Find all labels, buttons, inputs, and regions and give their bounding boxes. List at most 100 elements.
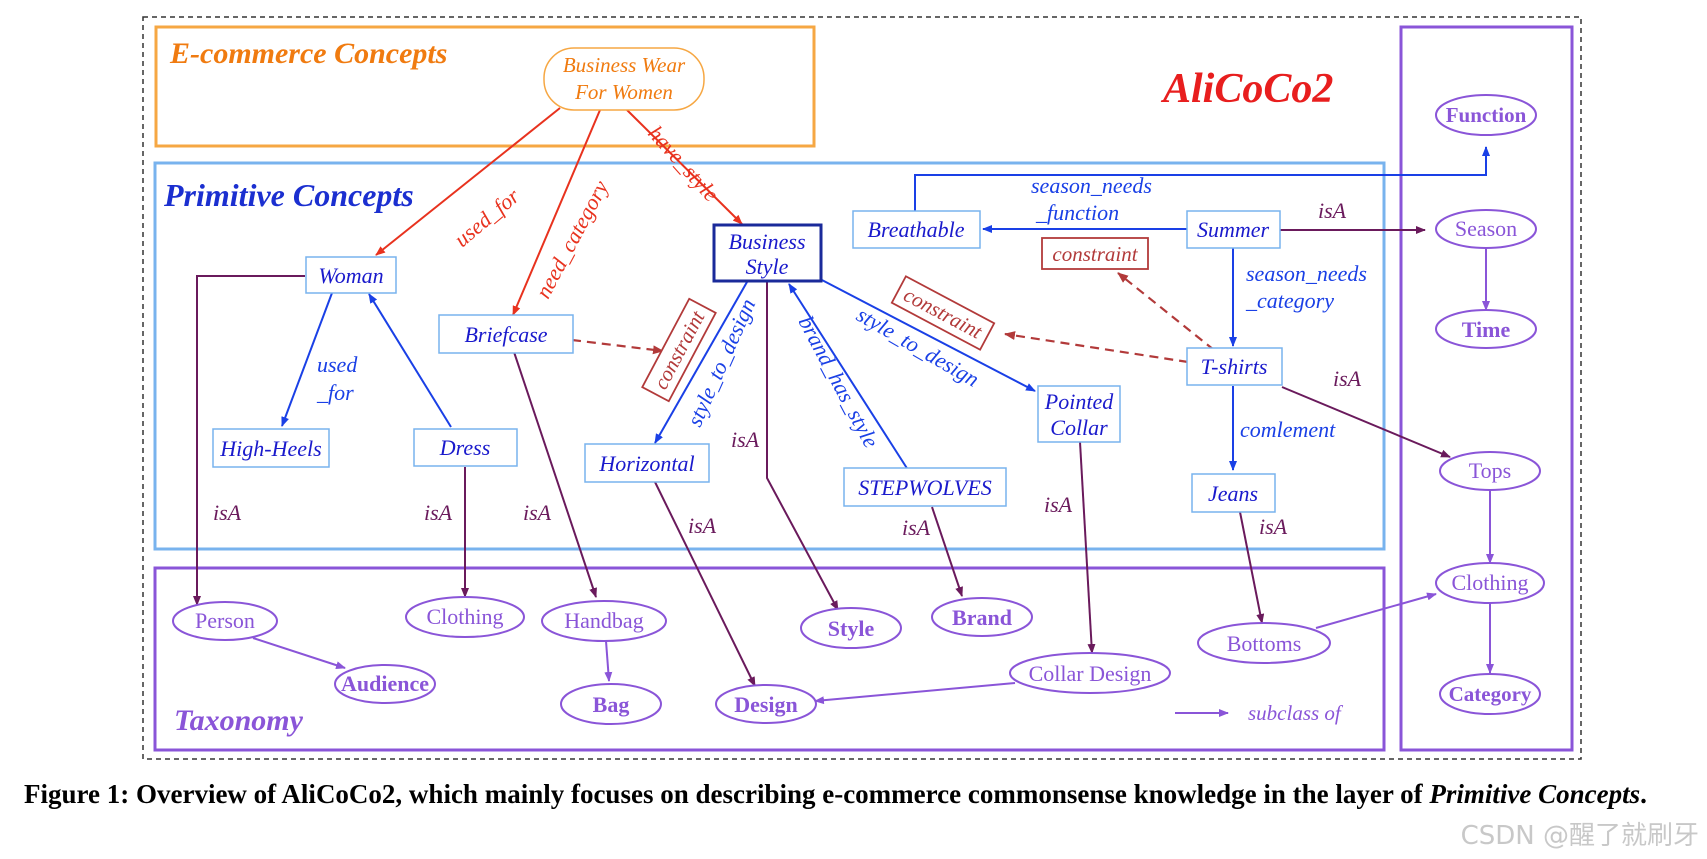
edge-briefcase-constraint	[571, 338, 664, 355]
subclass-edges	[252, 248, 1494, 717]
label-season-needs-category-1: season_needs	[1246, 261, 1367, 286]
bottoms-label: Bottoms	[1227, 631, 1302, 656]
ecommerce-layer-box	[154, 25, 816, 148]
label-season-needs-function-1: season_needs	[1031, 173, 1152, 198]
edge-tshirts-tops	[1281, 386, 1451, 458]
clothing-1-label: Clothing	[426, 604, 503, 629]
summer-label: Summer	[1197, 217, 1270, 242]
label-isa-woman: isA	[213, 500, 242, 525]
label-used-for-2-line1: used	[317, 352, 358, 377]
blue-edges	[281, 146, 1490, 474]
edge-style-to-design-horizontal	[654, 281, 748, 444]
node-function: Function	[1435, 94, 1537, 136]
node-brand: Brand	[931, 597, 1033, 637]
label-isa-briefcase: isA	[523, 500, 552, 525]
node-woman: Woman	[305, 256, 397, 294]
style-label: Style	[828, 616, 875, 641]
edge-bottoms-clothing	[1315, 592, 1437, 629]
taxonomy-layer-title: Taxonomy	[174, 704, 304, 737]
label-isa-tshirts: isA	[1333, 366, 1362, 391]
node-stepwolves: STEPWOLVES	[843, 467, 1007, 507]
label-isa-stepwolves: isA	[902, 515, 931, 540]
edge-stepwolves-brand	[931, 506, 963, 597]
label-comlement: comlement	[1240, 417, 1336, 442]
right-taxonomy-column	[1399, 25, 1574, 752]
node-person: Person	[172, 601, 278, 641]
node-business-wear: Business Wear For Women	[543, 47, 705, 111]
node-handbag: Handbag	[541, 600, 667, 642]
primitive-nodes: Woman Briefcase Business Style Breathabl…	[212, 210, 1283, 513]
figure-caption: Figure 1: Overview of AliCoCo2, which ma…	[24, 776, 1694, 812]
design-label: Design	[734, 692, 798, 717]
edge-need-category	[512, 109, 601, 316]
watermark: CSDN @醒了就刷牙	[1460, 821, 1699, 851]
category-label: Category	[1449, 682, 1532, 706]
node-jeans: Jeans	[1191, 473, 1276, 513]
edge-have-style	[626, 109, 743, 225]
business-style-line2: Style	[746, 254, 789, 279]
taxonomy-layer-box	[153, 566, 1386, 752]
node-dress: Dress	[413, 428, 518, 467]
edge-woman-highheels	[281, 292, 333, 427]
legend-subclass-of: subclass of	[1248, 701, 1344, 725]
edge-handbag-bag	[604, 640, 613, 682]
tshirts-label: T-shirts	[1201, 354, 1268, 379]
label-need-category: need_category	[530, 176, 613, 302]
label-used-for-2-line2: _for	[316, 380, 354, 405]
time-label: Time	[1462, 317, 1511, 342]
node-pointed-collar: Pointed Collar	[1037, 385, 1121, 443]
edge-brand-has-style	[788, 283, 911, 474]
dress-label: Dress	[439, 435, 491, 460]
taxonomy-nodes: Person Audience Clothing Handbag Bag Des…	[172, 94, 1545, 725]
constraint-3-label: constraint	[1052, 242, 1138, 266]
caption-suffix: .	[1640, 779, 1647, 809]
node-tops: Tops	[1439, 451, 1541, 491]
label-season-needs-function-2: _function	[1035, 200, 1119, 225]
stepwolves-label: STEPWOLVES	[858, 475, 992, 500]
function-label: Function	[1446, 103, 1527, 127]
edge-briefcase-handbag	[513, 351, 597, 598]
edge-tshirts-constraint2	[1004, 331, 1189, 364]
label-isa-pointed: isA	[1044, 492, 1073, 517]
label-used-for: used_for	[449, 183, 524, 252]
brand-label: Brand	[952, 605, 1012, 630]
caption-emphasis: Primitive Concepts	[1429, 779, 1641, 809]
edge-pointed-collardesign	[1079, 441, 1096, 654]
label-season-needs-category-2: _category	[1245, 288, 1334, 313]
edge-style-to-design-collar	[819, 278, 1036, 392]
pointed-collar-line2: Collar	[1050, 415, 1108, 440]
edge-person-audience	[252, 637, 346, 670]
edge-woman-person	[193, 275, 305, 606]
node-clothing-2: Clothing	[1435, 562, 1545, 604]
season-label: Season	[1455, 216, 1517, 241]
clothing-2-label: Clothing	[1451, 570, 1528, 595]
pointed-collar-line1: Pointed	[1044, 389, 1114, 414]
edge-horizontal-design	[654, 481, 756, 687]
edge-dress-woman	[368, 293, 452, 428]
knowledge-diagram: E-commerce Concepts Primitive Concepts T…	[142, 16, 1582, 760]
diagram-title: AliCoCo2	[1160, 66, 1333, 112]
woman-label: Woman	[318, 263, 383, 288]
node-bag: Bag	[560, 683, 662, 725]
bag-label: Bag	[593, 692, 630, 717]
collar-design-label: Collar Design	[1029, 661, 1152, 686]
node-business-style: Business Style	[712, 223, 823, 283]
label-isa-jeans: isA	[1259, 514, 1288, 539]
isa-edges	[193, 226, 1451, 687]
primitive-layer-title: Primitive Concepts	[163, 177, 414, 213]
red-edges	[375, 107, 743, 316]
edge-jeans-bottoms	[1239, 511, 1265, 624]
node-time: Time	[1435, 309, 1537, 349]
node-horizontal: Horizontal	[584, 443, 710, 483]
person-label: Person	[195, 608, 255, 633]
edge-breathable-function	[914, 146, 1490, 212]
node-tshirts: T-shirts	[1186, 347, 1283, 386]
high-heels-label: High-Heels	[219, 436, 321, 461]
handbag-label: Handbag	[564, 608, 643, 633]
label-isa-business: isA	[731, 427, 760, 452]
constraint-edges	[571, 272, 1215, 364]
node-audience: Audience	[334, 664, 436, 704]
outer-dashed-frame	[142, 16, 1582, 760]
ecommerce-layer-title: E-commerce Concepts	[169, 37, 447, 70]
node-clothing-1: Clothing	[405, 596, 525, 638]
